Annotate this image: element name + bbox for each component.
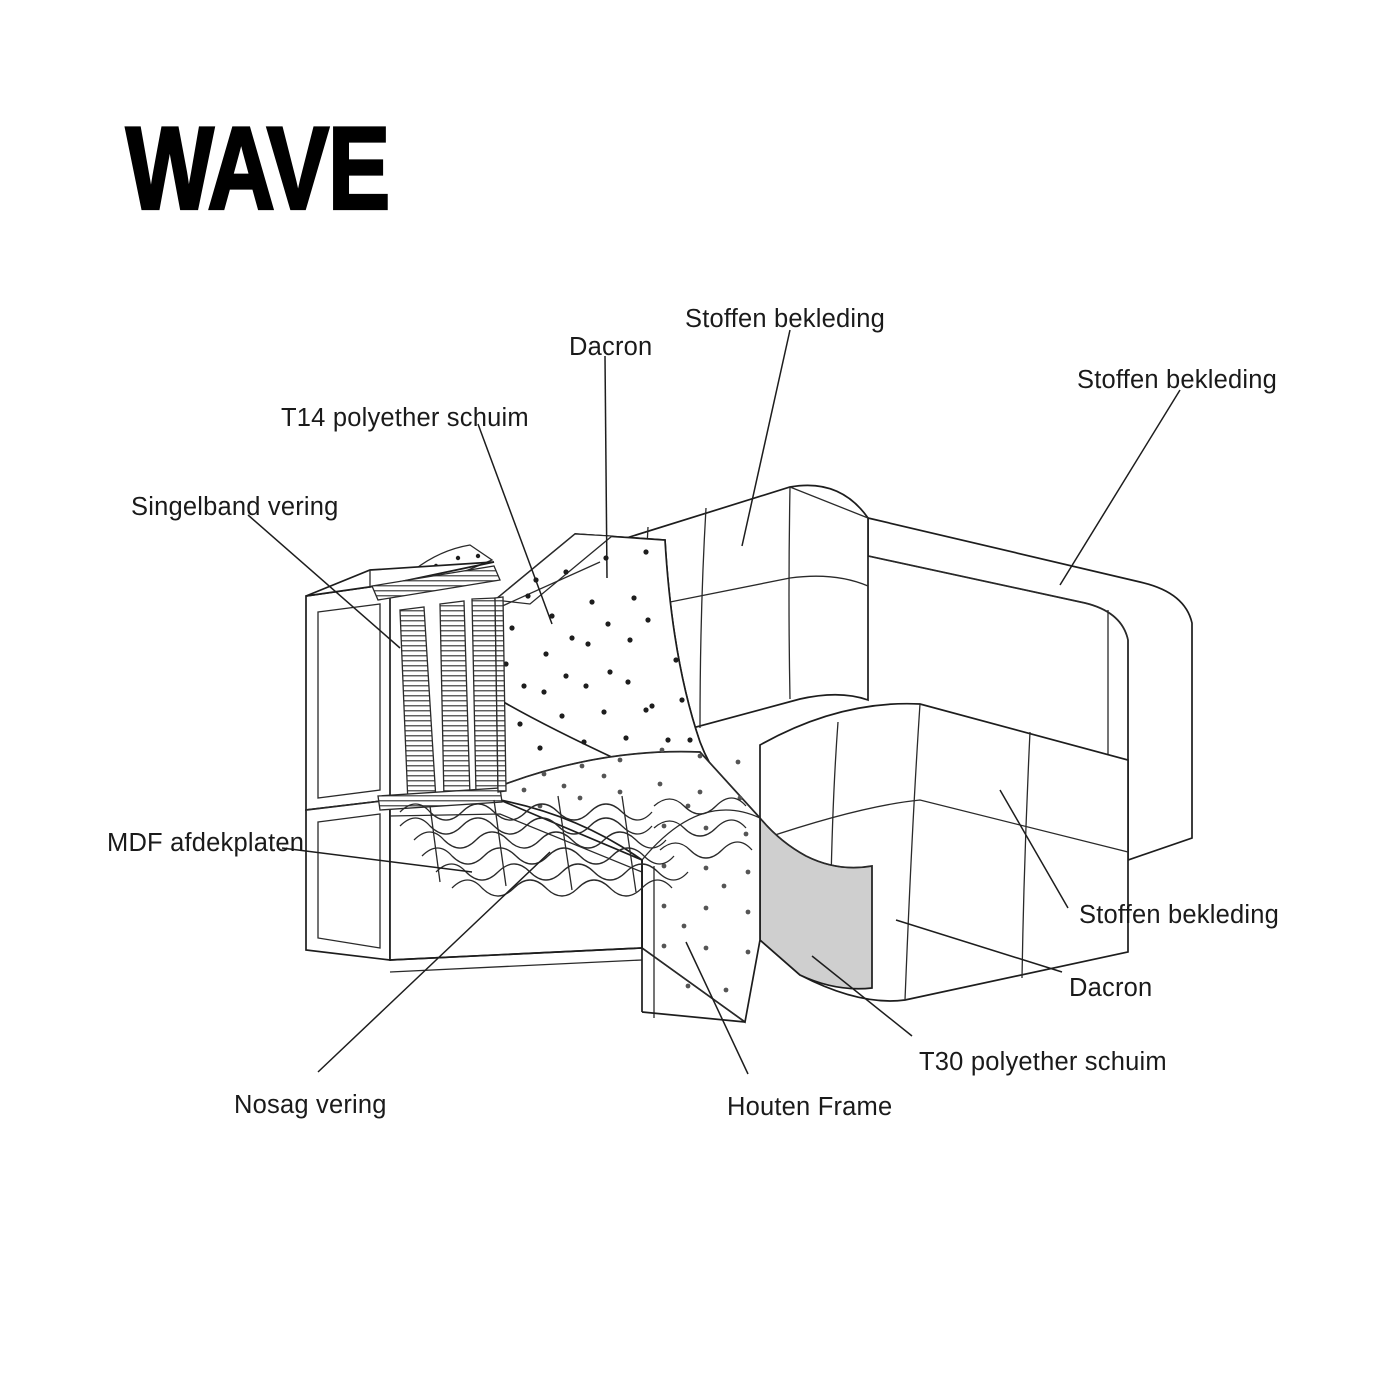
label-singelband-vering: Singelband vering bbox=[131, 493, 339, 521]
nosag-springs bbox=[399, 795, 753, 897]
label-houten-frame: Houten Frame bbox=[727, 1093, 893, 1121]
dacron-backrest-layer bbox=[574, 533, 761, 819]
label-nosag-vering: Nosag vering bbox=[234, 1091, 387, 1119]
page-title: WAVE bbox=[125, 102, 392, 234]
leader-lines bbox=[247, 329, 1181, 1075]
t30-seat-foam bbox=[499, 747, 761, 1024]
t14-backrest-foam bbox=[413, 533, 761, 819]
seat-cushion-fabric bbox=[759, 702, 1129, 1002]
label-dacron-bottom: Dacron bbox=[1069, 974, 1153, 1002]
singelband-webbing bbox=[371, 565, 507, 811]
label-stoffen-bekleding-top: Stoffen bekleding bbox=[685, 305, 886, 333]
dacron-seat-layer bbox=[759, 815, 873, 990]
label-t30-polyether-schuim: T30 polyether schuim bbox=[919, 1048, 1167, 1076]
label-mdf-afdekplaten: MDF afdekplaten bbox=[107, 829, 305, 857]
label-t14-polyether-schuim: T14 polyether schuim bbox=[281, 404, 529, 432]
label-stoffen-bekleding-bottom: Stoffen bekleding bbox=[1079, 901, 1280, 929]
right-arm-fabric-shell bbox=[867, 516, 1193, 862]
backrest-fabric bbox=[619, 484, 869, 742]
label-stoffen-bekleding-right: Stoffen bekleding bbox=[1077, 366, 1278, 394]
label-dacron-top: Dacron bbox=[569, 333, 653, 361]
wooden-frame-mdf-panels bbox=[305, 561, 746, 1023]
